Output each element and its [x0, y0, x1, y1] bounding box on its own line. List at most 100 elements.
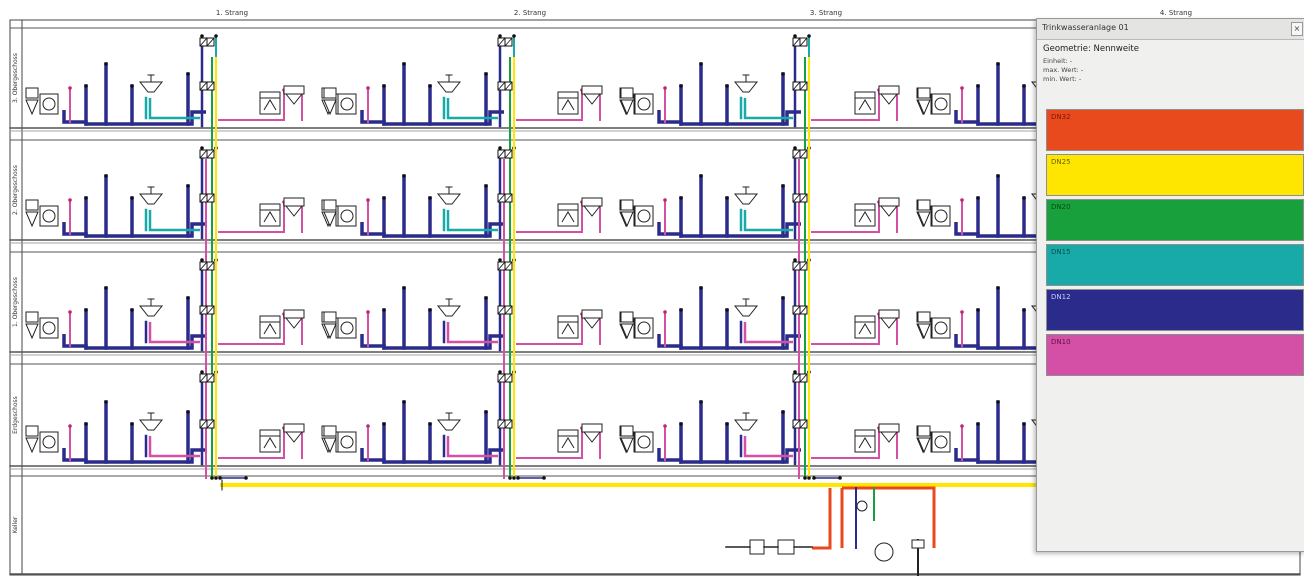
- legend-panel-titlebar[interactable]: Trinkwasseranlage 01 ×: [1037, 19, 1304, 40]
- pipe-joint: [186, 184, 190, 188]
- riser-valve-symbol: [497, 37, 513, 47]
- legend-swatch-dn15[interactable]: DN15: [1046, 244, 1304, 286]
- dn12-branch-line: [657, 222, 801, 238]
- toilet-symbol: [323, 87, 357, 116]
- unit-label: Einheit: -: [1043, 57, 1073, 65]
- pipe-joint: [84, 84, 88, 88]
- pipe-joint: [679, 308, 683, 312]
- riser-valve-symbol: [199, 261, 215, 271]
- branch-to-riser: [743, 322, 793, 344]
- dn12-branch-line: [62, 110, 206, 126]
- legend-swatch-dn10[interactable]: DN10: [1046, 334, 1304, 376]
- washbasin-symbol: [733, 186, 759, 205]
- pipe-joint: [200, 146, 204, 150]
- appliance-symbol: [259, 197, 305, 227]
- legend-swatch-dn12[interactable]: DN12: [1046, 289, 1304, 331]
- washbasin-symbol: [436, 186, 462, 205]
- strand-label: 4. Strang: [1160, 9, 1192, 17]
- pipe-joint: [130, 196, 134, 200]
- pipe-joint: [725, 84, 729, 88]
- branch-to-riser: [148, 436, 200, 458]
- pipe-joint: [200, 34, 204, 38]
- geometry-label: Geometrie: Nennweite: [1043, 44, 1139, 54]
- pipe-joint: [793, 34, 797, 38]
- pipe-joint: [679, 196, 683, 200]
- pipe-joint: [976, 422, 980, 426]
- appliance-symbol: [557, 309, 603, 339]
- pipe-joint: [484, 72, 488, 76]
- branch-to-riser: [148, 98, 200, 120]
- pipe-joint: [366, 86, 370, 90]
- legend-swatch-label: DN15: [1051, 248, 1071, 256]
- pipe-joint: [508, 476, 512, 480]
- max-value-label: max. Wert: -: [1043, 66, 1084, 74]
- legend-panel[interactable]: Trinkwasseranlage 01 × Geometrie: Nennwe…: [1036, 18, 1304, 552]
- pipe-joint: [68, 310, 72, 314]
- legend-swatch-label: DN12: [1051, 293, 1071, 301]
- dn10-appliance-branch: [811, 314, 880, 345]
- washbasin-symbol: [138, 412, 164, 431]
- dn10-appliance-branch: [811, 90, 880, 121]
- pipe-joint: [542, 476, 546, 480]
- pipe-joint: [699, 62, 703, 66]
- toilet-symbol: [25, 425, 59, 454]
- riser-valve-symbol: [792, 305, 808, 315]
- pipe-joint: [200, 370, 204, 374]
- riser-valve-symbol: [497, 193, 513, 203]
- sanitary-fixtures: [25, 37, 1056, 454]
- dn12-branch-line: [62, 448, 206, 464]
- dn32-feed-line: [812, 488, 832, 550]
- toilet-symbol: [620, 311, 654, 340]
- pipe-joint: [84, 196, 88, 200]
- cellar-equipment: [725, 486, 936, 576]
- riser-valve-symbol: [199, 81, 215, 91]
- appliance-symbol: [557, 423, 603, 453]
- pipe-joint: [663, 424, 667, 428]
- washbasin-symbol: [436, 412, 462, 431]
- pipe-joint: [104, 400, 108, 404]
- pipe-joint: [781, 410, 785, 414]
- dn10-appliance-branch: [218, 428, 285, 459]
- pipe-joint: [402, 62, 406, 66]
- toilet-symbol: [323, 311, 357, 340]
- dn10-appliance-branch: [516, 202, 583, 233]
- pipe-joint: [793, 258, 797, 262]
- legend-swatch-label: DN20: [1051, 203, 1071, 211]
- legend-swatch-label: DN10: [1051, 338, 1071, 346]
- appliance-symbol: [557, 197, 603, 227]
- dn10-appliance-branch: [218, 202, 285, 233]
- pipe-joint: [104, 286, 108, 290]
- pipe-joint: [1022, 422, 1026, 426]
- pipe-joint: [366, 310, 370, 314]
- pipe-joint: [838, 476, 842, 480]
- close-icon[interactable]: ×: [1291, 22, 1303, 36]
- riser-valve-symbol: [199, 373, 215, 383]
- legend-swatch-dn25[interactable]: DN25: [1046, 154, 1304, 196]
- dn12-branch-line: [62, 222, 206, 238]
- pipe-joint: [793, 370, 797, 374]
- toilet-symbol: [917, 311, 951, 340]
- legend-swatch-dn20[interactable]: DN20: [1046, 199, 1304, 241]
- pipe-joint: [402, 400, 406, 404]
- pipe-joint: [1022, 84, 1026, 88]
- pipe-joint: [214, 476, 218, 480]
- pipe-joint: [382, 422, 386, 426]
- toilet-symbol: [323, 199, 357, 228]
- legend-meta: Geometrie: Nennweite Einheit: - max. Wer…: [1037, 40, 1304, 84]
- toilet-symbol: [917, 87, 951, 116]
- pipe-joint: [663, 86, 667, 90]
- pipe-joint: [68, 424, 72, 428]
- pipe-joint: [84, 422, 88, 426]
- pipe-joint: [996, 174, 1000, 178]
- washbasin-symbol: [138, 186, 164, 205]
- washbasin-symbol: [138, 298, 164, 317]
- pipe-joint: [699, 400, 703, 404]
- pipe-joint: [960, 86, 964, 90]
- pipe-joint: [68, 86, 72, 90]
- legend-swatch-dn32[interactable]: DN32: [1046, 109, 1304, 151]
- pipe-joint: [366, 424, 370, 428]
- dn10-appliance-branch: [516, 90, 583, 121]
- pipe-joint: [781, 296, 785, 300]
- riser-valve-symbol: [199, 149, 215, 159]
- water-meter-symbol: [749, 539, 765, 555]
